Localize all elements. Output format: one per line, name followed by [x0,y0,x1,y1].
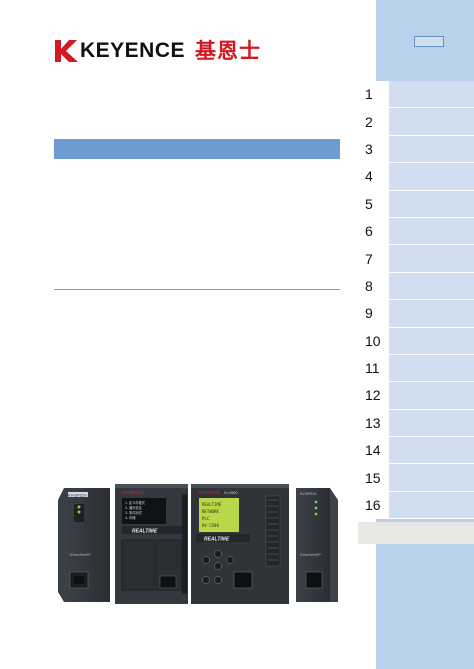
tab-number: 11 [358,354,389,382]
chapter-tab-1[interactable]: 1 [358,81,474,109]
plc-kv5500: KEYENCE KV-5500 REALTIME NETWORK PLC KV-… [191,484,289,604]
ethernet-module-left: KV-EP21V EtherNet/IP [58,488,110,602]
plc-model: KV-5500 [224,491,237,495]
tab-number: 13 [358,409,389,437]
chapter-tab-10[interactable]: 10 [358,327,474,355]
right-module-label: KV-EP21V [300,492,317,496]
tab-number: 8 [358,272,389,300]
cpu-menu-2: 2. 通讯设定 [125,505,143,510]
chapter-tab-12[interactable]: 12 [358,382,474,410]
logo-chinese-text: 基恩士 [195,39,262,63]
product-photo: KV-EP21V EtherNet/IP KEYENCE 1. 定义件程式 2.… [58,484,338,604]
chapter-tab-11[interactable]: 11 [358,354,474,383]
cpu-logo: KEYENCE [122,490,144,495]
plc-banner: REALTIME [204,537,230,543]
chapter-tab-14[interactable]: 14 [358,437,474,465]
plc-screen-line-3: PLC [202,516,210,521]
chapter-tab-15[interactable]: 15 [358,464,474,492]
chapter-tab-5[interactable]: 5 [358,190,474,218]
cpu-menu-1: 1. 定义件程式 [125,500,146,505]
tab-number: 3 [358,135,389,163]
plc-logo: KEYENCE [198,490,220,495]
cpu-module: KEYENCE 1. 定义件程式 2. 通讯设定 3. 事件测试 4. 存储 R… [115,484,188,604]
tab-number: 6 [358,217,389,245]
tab-number: 5 [358,190,389,217]
svg-text:EtherNet/IP: EtherNet/IP [300,552,321,557]
appendix-tab[interactable] [358,522,474,544]
tab-number: 4 [358,163,389,190]
plc-screen-line-2: NETWORK [202,509,219,514]
plc-screen-line-1: REALTIME [202,502,222,507]
tab-number: 12 [358,382,389,409]
chapter-tab-9[interactable]: 9 [358,300,474,328]
tab-number: 9 [358,300,389,327]
title-bar [54,139,340,159]
chapter-tab-2[interactable]: 2 [358,108,474,136]
plc-screen-line-4: KV-5500 [202,523,219,528]
left-module-label: KV-EP21V [68,493,87,498]
tab-number: 16 [358,491,389,519]
tab-number: 2 [358,108,389,135]
chapter-tab-8[interactable]: 8 [358,272,474,301]
chapter-tabs: 1 2 3 4 5 6 7 8 9 10 11 12 13 14 15 16 [358,81,474,520]
keyence-logo: KEYENCE 基恩士 [54,36,261,66]
chapter-tab-4[interactable]: 4 [358,163,474,191]
chapter-tab-7[interactable]: 7 [358,245,474,273]
keyence-k-mark-icon [55,40,78,62]
tab-number: 1 [358,81,389,108]
logo-text: KEYENCE [80,39,186,62]
divider-line [54,289,340,290]
tab-number: 10 [358,327,389,354]
sidebar-label-box [414,36,444,47]
ethernet-module-right: KV-EP21V EtherNet/IP [296,488,338,602]
cpu-menu-4: 4. 存储 [125,515,136,520]
cpu-banner: REALTIME [132,529,158,535]
tab-number: 7 [358,245,389,272]
chapter-tab-6[interactable]: 6 [358,217,474,246]
chapter-tab-3[interactable]: 3 [358,135,474,164]
svg-text:EtherNet/IP: EtherNet/IP [70,552,91,557]
chapter-tab-13[interactable]: 13 [358,409,474,438]
tab-number: 15 [358,464,389,491]
cpu-menu-3: 3. 事件测试 [125,510,143,515]
tab-number: 14 [358,437,389,464]
chapter-tab-16[interactable]: 16 [358,491,474,520]
